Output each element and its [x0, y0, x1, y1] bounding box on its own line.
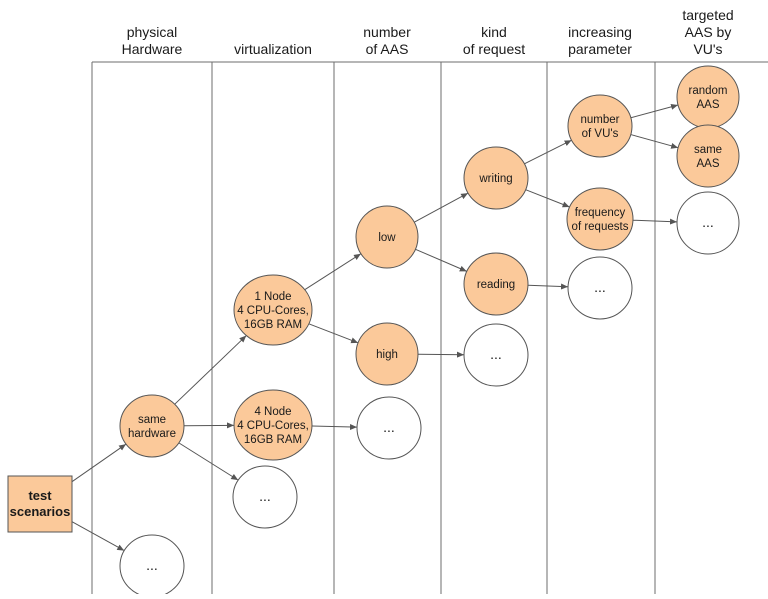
column-header-hw: Hardware [122, 41, 183, 57]
edge-root-to-hw_more [72, 522, 124, 551]
node-shape [120, 395, 184, 457]
node-label: same [694, 144, 722, 156]
node-label: scenarios [10, 504, 71, 519]
node-writing: writing [464, 147, 528, 209]
edge-writing-to-num_vu [524, 140, 571, 164]
node-freq_more: ... [677, 192, 739, 254]
node-same_hw: same hardware [120, 395, 184, 457]
edge-same_hw-to-node1 [175, 336, 247, 405]
node-node1: 1 Node 4 CPU-Cores, 16GB RAM [234, 275, 312, 345]
node-label: reading [477, 279, 515, 291]
node-virt_more: ... [233, 466, 297, 528]
node-label: same [138, 414, 166, 426]
edge-root-to-same_hw [72, 444, 126, 482]
node-label: random [689, 85, 728, 97]
node-label: ... [146, 557, 158, 573]
column-dividers [92, 62, 768, 594]
node-label: ... [702, 214, 714, 230]
column-header-tgt: VU's [693, 41, 722, 57]
node-label: of VU's [582, 128, 619, 140]
column-header-virt: virtualization [234, 41, 312, 57]
column-header-naas: of AAS [366, 41, 409, 57]
edge-node4-to-n4_more [312, 426, 357, 427]
node-label: 1 Node [254, 291, 291, 303]
edge-reading-to-read_more [528, 285, 568, 287]
node-low: low [356, 206, 418, 268]
node-label: 4 CPU-Cores, [237, 420, 309, 432]
node-high_more: ... [464, 324, 528, 386]
edge-node1-to-high [309, 324, 358, 343]
node-num_vu: number of VU's [568, 95, 632, 157]
edge-same_hw-to-virt_more [179, 443, 238, 480]
column-header-inc: parameter [568, 41, 632, 57]
column-header-tgt: targeted [682, 7, 733, 23]
node-hw_more: ... [120, 535, 184, 594]
edge-num_vu-to-random [631, 105, 678, 118]
edge-node1-to-low [305, 254, 361, 290]
node-label: 4 CPU-Cores, [237, 305, 309, 317]
node-shape [677, 125, 739, 187]
node-label: high [376, 349, 398, 361]
node-label: ... [490, 346, 502, 362]
node-shape [567, 188, 633, 250]
node-node4: 4 Node 4 CPU-Cores, 16GB RAM [234, 390, 312, 460]
node-label: hardware [128, 428, 176, 440]
node-n4_more: ... [357, 397, 421, 459]
node-label: of requests [572, 221, 629, 233]
node-label: low [378, 232, 396, 244]
node-label: AAS [696, 99, 719, 111]
node-label: 16GB RAM [244, 434, 302, 446]
column-header-hw: physical [127, 24, 178, 40]
edge-writing-to-freq [526, 190, 570, 207]
column-header-kind: of request [463, 41, 525, 57]
node-reading: reading [464, 253, 528, 315]
node-shape [568, 95, 632, 157]
column-header-kind: kind [481, 24, 507, 40]
column-header-tgt: AAS by [685, 24, 732, 40]
node-read_more: ... [568, 257, 632, 319]
column-header-naas: number [363, 24, 411, 40]
node-high: high [356, 323, 418, 385]
node-freq: frequency of requests [567, 188, 633, 250]
node-label: 16GB RAM [244, 319, 302, 331]
edge-num_vu-to-same_aas [631, 135, 678, 148]
node-label: AAS [696, 158, 719, 170]
node-label: writing [478, 173, 512, 185]
node-label: frequency [575, 207, 626, 219]
node-label: number [581, 114, 620, 126]
node-label: ... [594, 279, 606, 295]
node-label: ... [383, 419, 395, 435]
column-header-inc: increasing [568, 24, 632, 40]
node-label: 4 Node [254, 406, 291, 418]
node-shape [677, 66, 739, 128]
node-label: test [28, 488, 52, 503]
node-label: ... [259, 488, 271, 504]
